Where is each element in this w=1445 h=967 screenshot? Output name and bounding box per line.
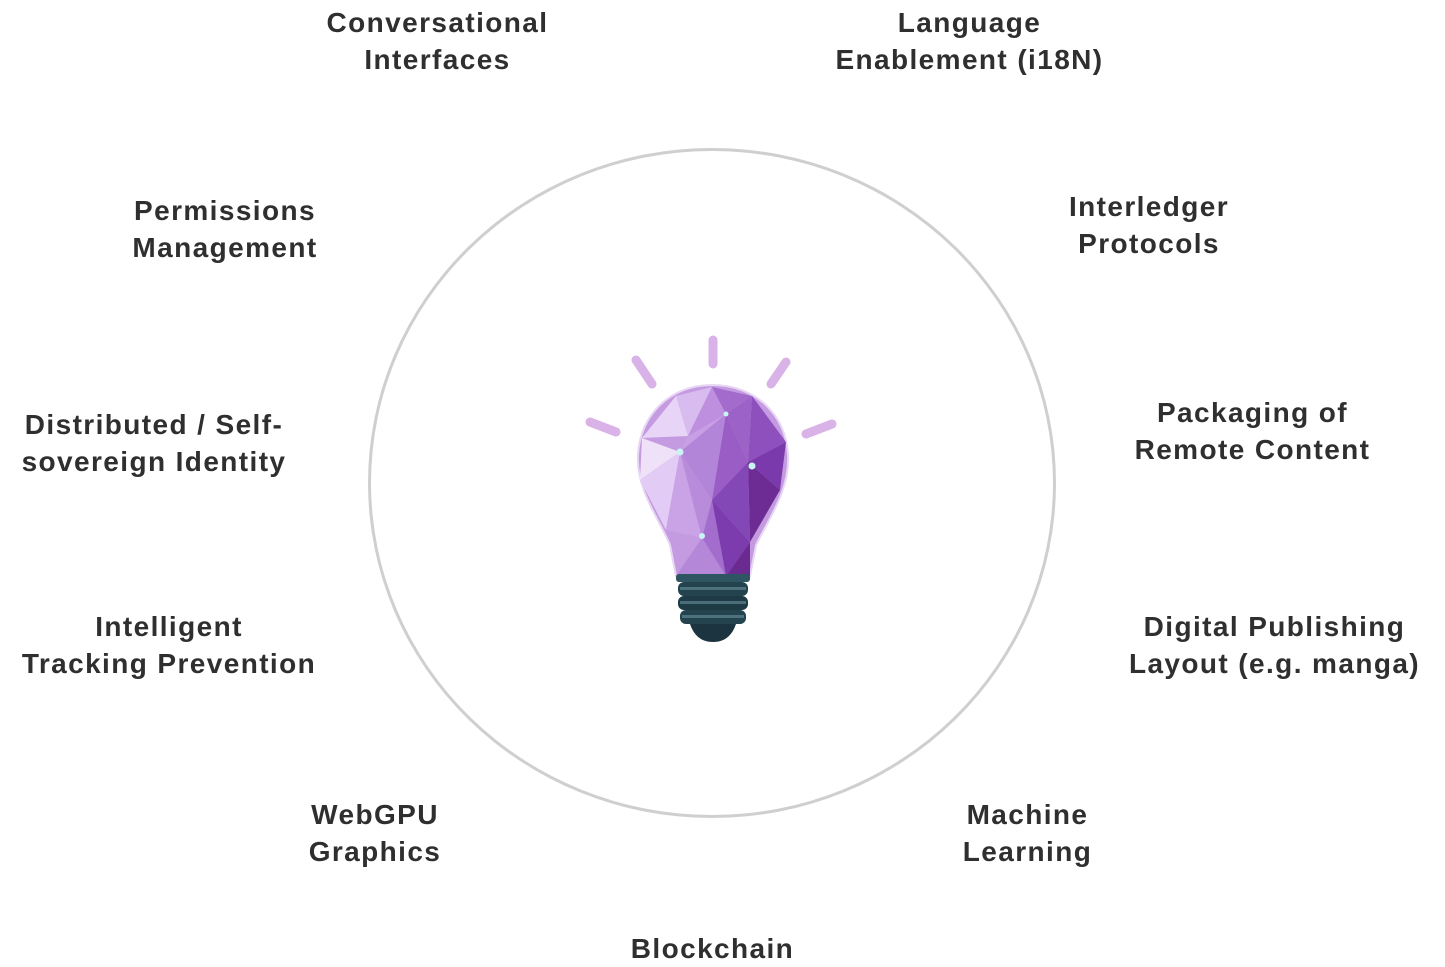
topic-packaging-remote-content: Packaging of Remote Content [1120,394,1385,468]
topic-line-1: Distributed / Self- [24,409,284,440]
topic-line-1: Intelligent [95,611,243,642]
topic-line-2: Graphics [308,836,442,867]
topic-line-2: Remote Content [1134,434,1371,465]
topic-line-2: sovereign Identity [21,446,287,477]
lightbulb-icon [585,335,837,642]
topic-intelligent-tracking-prevention: Intelligent Tracking Prevention [8,608,330,682]
topic-conversational-interfaces: Conversational Interfaces [300,4,575,78]
topic-line-2: Learning [962,836,1093,867]
center-ring [368,148,1056,818]
topic-distributed-identity: Distributed / Self- sovereign Identity [8,406,300,480]
topic-permissions-management: Permissions Management [105,192,345,266]
topic-line-1: Permissions [134,195,316,226]
topic-line-1: Conversational [326,7,549,38]
topic-webgpu-graphics: WebGPU Graphics [290,796,460,870]
bulb-base [676,574,750,642]
topic-line-2: Enablement (i18N) [835,44,1104,75]
topic-line-1: Language [897,7,1042,38]
topic-line-1: Digital Publishing [1143,611,1406,642]
light-rays [585,335,837,439]
topic-interledger-protocols: Interledger Protocols [1040,188,1258,262]
topic-line-1: Packaging of [1156,397,1349,428]
topic-line-1: Machine [966,799,1089,830]
topic-line-1: WebGPU [311,799,439,830]
topic-line-1: Blockchain [630,933,795,964]
topic-line-1: Interledger [1068,191,1230,222]
topic-digital-publishing-layout: Digital Publishing Layout (e.g. manga) [1112,608,1437,682]
topic-line-2: Protocols [1078,228,1220,259]
bulb-glass [636,383,790,577]
topic-machine-learning: Machine Learning [940,796,1115,870]
topic-blockchain: Blockchain [600,930,825,967]
topic-line-2: Interfaces [364,44,511,75]
topic-line-2: Tracking Prevention [21,648,317,679]
topic-line-2: Management [132,232,318,263]
topic-language-enablement: Language Enablement (i18N) [812,4,1127,78]
topic-line-2: Layout (e.g. manga) [1128,648,1421,679]
